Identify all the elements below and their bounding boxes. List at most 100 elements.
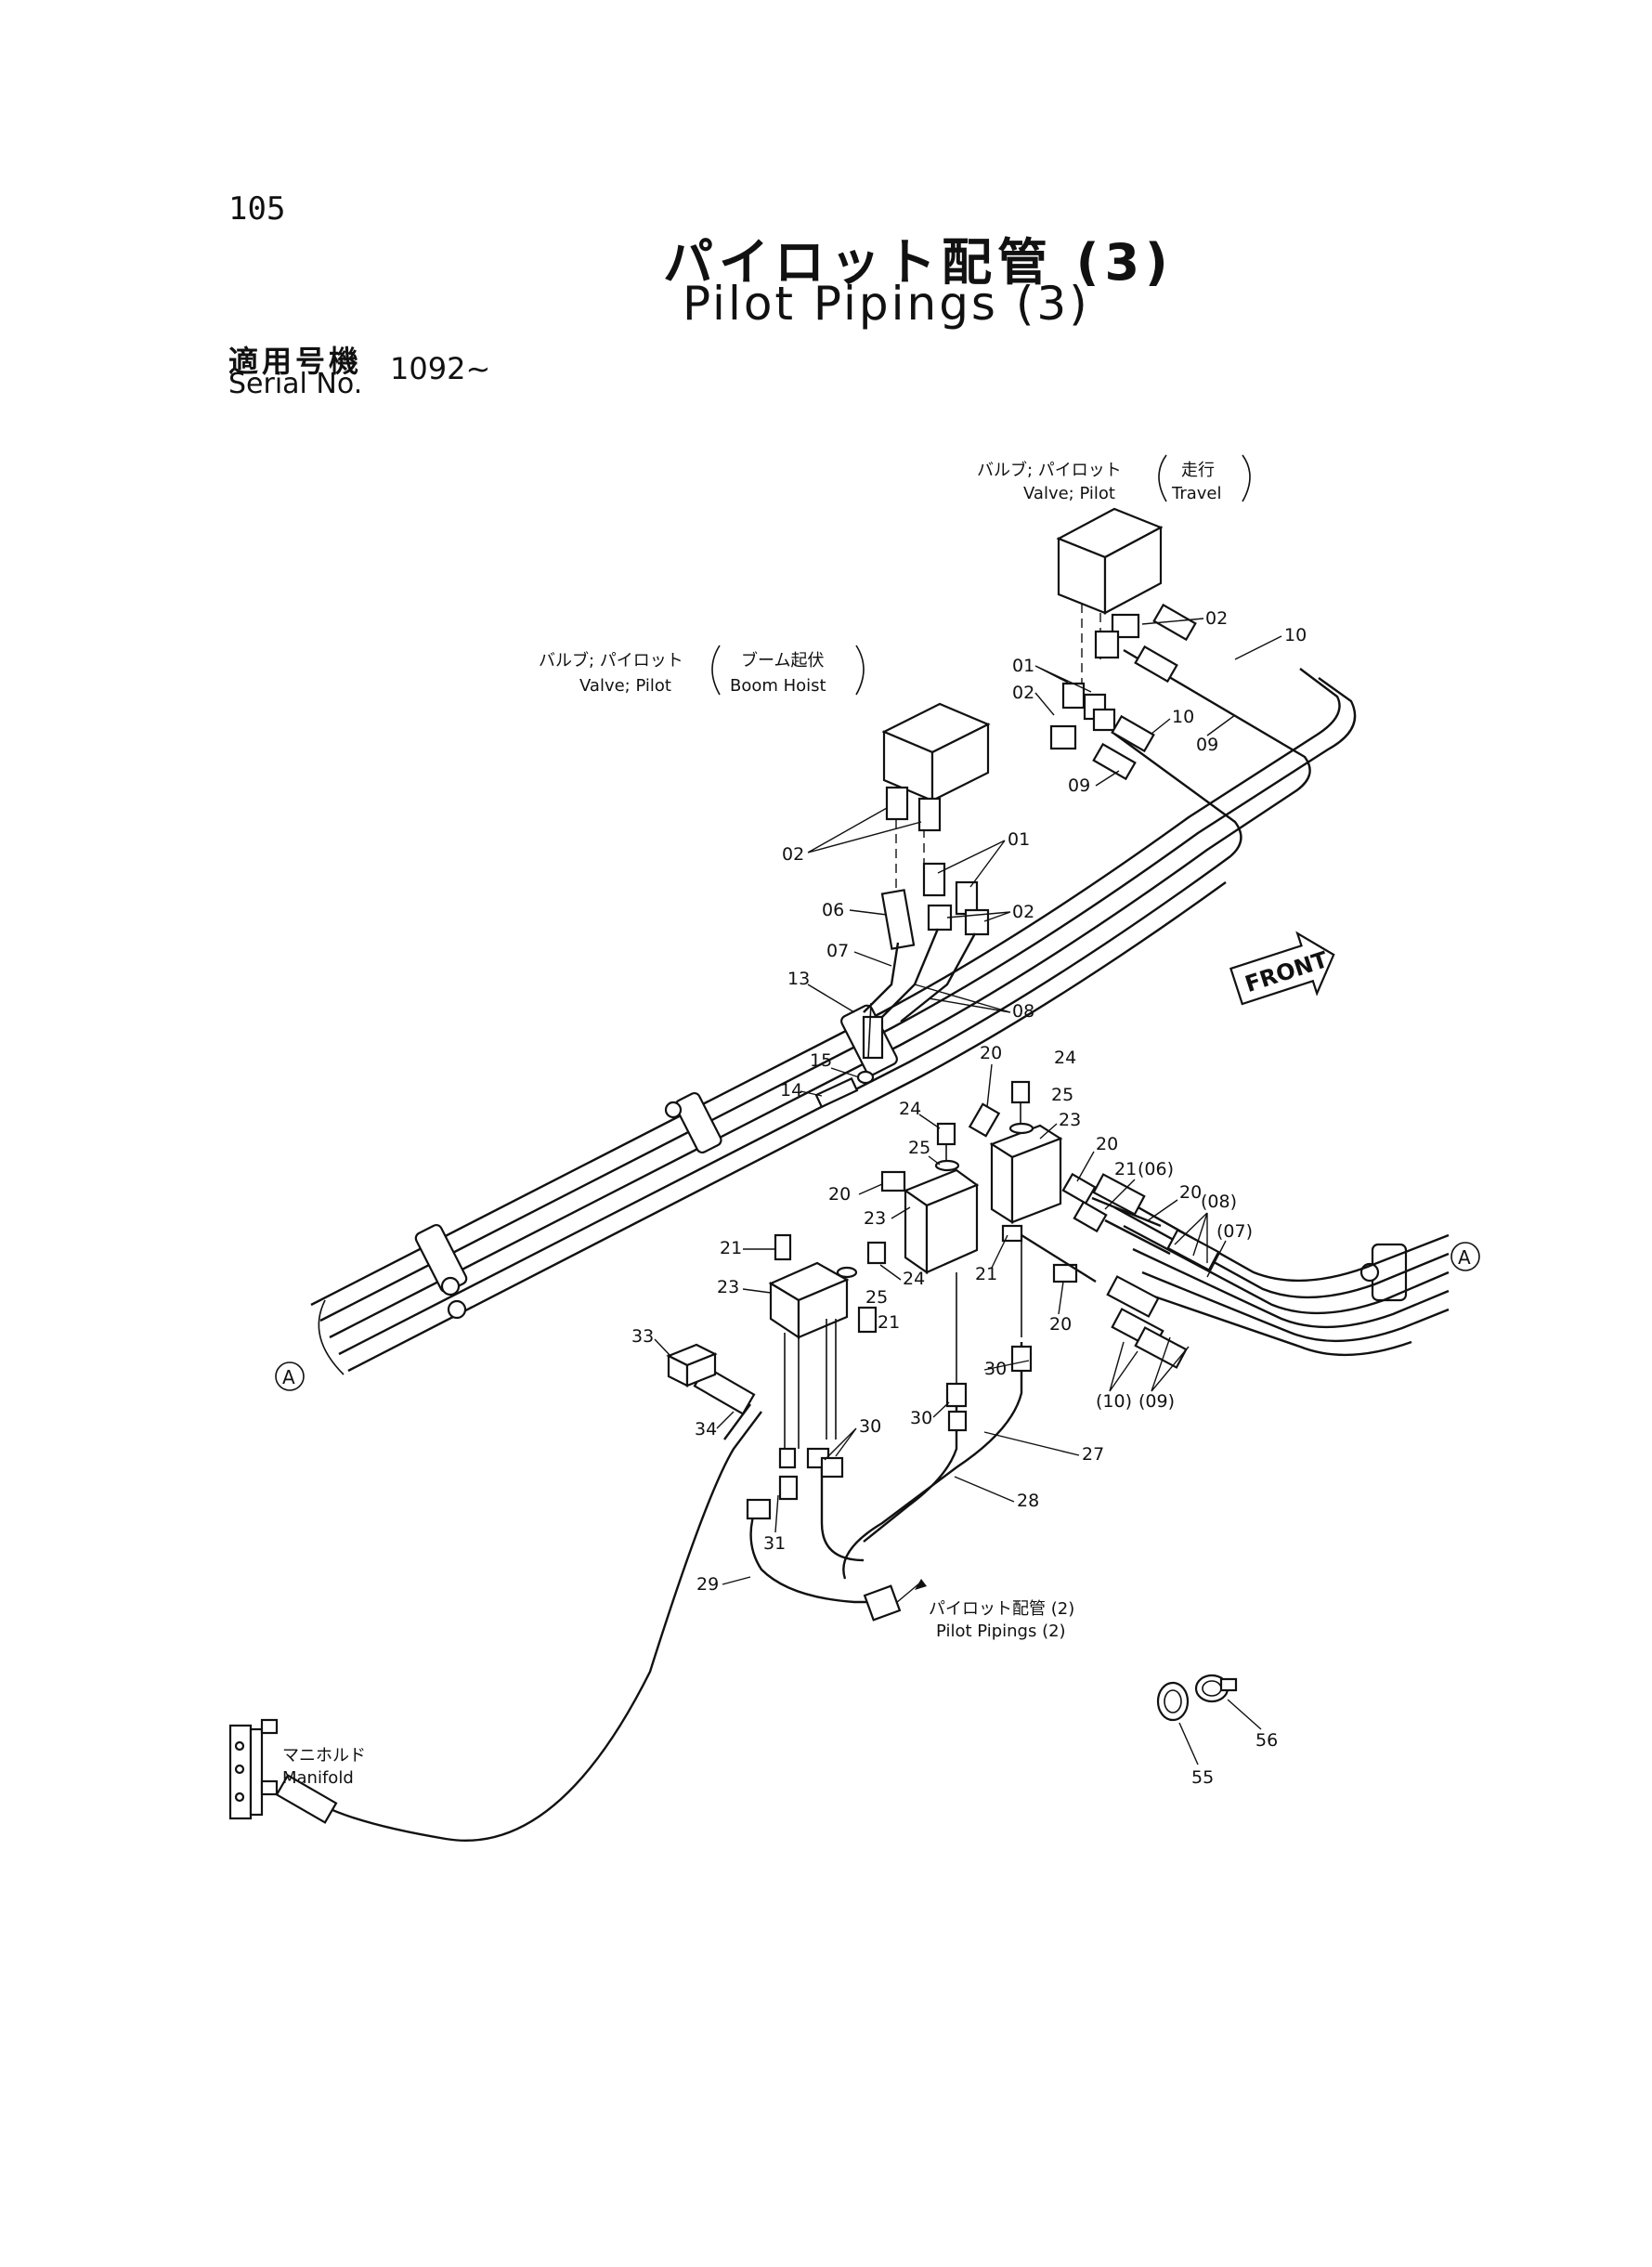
label-56: 56	[1255, 1730, 1278, 1751]
label-08-ref: (08)	[1201, 1192, 1237, 1212]
label-02: 02	[1012, 902, 1034, 922]
pipings2-caption: パイロット配管 (2) Pilot Pipings (2)	[929, 1599, 1074, 1641]
title-japanese: パイロット配管 (3)	[663, 233, 1174, 292]
manifold-caption-jp: マニホルド	[282, 1746, 366, 1765]
label-24: 24	[1054, 1048, 1076, 1068]
bundle-clamp-1	[414, 1223, 468, 1320]
label-30: 30	[859, 1416, 881, 1437]
label-20: 20	[1049, 1314, 1072, 1335]
travel-valve-caption: バルブ; パイロット Valve; Pilot 走行 Travel	[977, 454, 1251, 503]
label-25: 25	[908, 1138, 930, 1158]
label-02: 02	[1012, 683, 1034, 703]
lower-pipes	[746, 1342, 1033, 1622]
label-23: 23	[1059, 1110, 1081, 1130]
right-pipe-bundle	[1104, 1187, 1450, 1357]
ref-a-right: A	[1450, 1242, 1480, 1271]
hose-clamp-55	[1156, 1681, 1190, 1722]
boom-fittings	[863, 786, 990, 1023]
label-21: 21	[720, 1238, 742, 1258]
manifold-caption-en: Manifold	[282, 1768, 354, 1788]
guide-lines	[784, 1002, 1022, 1449]
title-english: Pilot Pipings (3)	[683, 277, 1090, 331]
label-06-ref: (06)	[1138, 1159, 1174, 1179]
label-10-ref: (10)	[1096, 1391, 1132, 1412]
boom-caption-en: Valve; Pilot	[579, 676, 671, 696]
serial-value: 1092~	[390, 351, 491, 386]
hose-clamp-56	[1194, 1674, 1238, 1703]
pipings2-caption-en: Pilot Pipings (2)	[936, 1622, 1066, 1641]
label-31: 31	[763, 1533, 786, 1554]
label-10: 10	[1284, 625, 1307, 645]
front-arrow: FRONT	[1229, 931, 1335, 1006]
travel-paren-jp: 走行	[1181, 461, 1215, 480]
label-21: 21	[1114, 1159, 1137, 1179]
label-20: 20	[1096, 1134, 1118, 1154]
label-06: 06	[822, 900, 844, 920]
label-20: 20	[828, 1184, 851, 1205]
label-09: 09	[1196, 735, 1218, 755]
label-21: 21	[975, 1264, 997, 1284]
label-29: 29	[696, 1574, 719, 1595]
label-25: 25	[865, 1287, 888, 1308]
label-01: 01	[1012, 656, 1034, 676]
label-30: 30	[984, 1359, 1007, 1379]
block-23-lower	[768, 1261, 850, 1340]
block-23-middle	[903, 1168, 980, 1275]
boom-paren-jp: ブーム起伏	[741, 650, 824, 671]
travel-caption-en: Valve; Pilot	[1023, 484, 1115, 503]
serial-label-japanese: 適用号機	[228, 344, 363, 379]
label-21: 21	[878, 1312, 900, 1333]
label-27: 27	[1082, 1444, 1104, 1465]
label-30: 30	[910, 1408, 932, 1428]
label-33: 33	[631, 1326, 654, 1347]
boom-hoist-pilot-valve	[881, 702, 991, 901]
label-15: 15	[810, 1050, 832, 1071]
label-34: 34	[695, 1419, 717, 1440]
bundle-clamp-right	[1359, 1243, 1408, 1302]
travel-caption-jp: バルブ; パイロット	[977, 460, 1122, 480]
ref-a-left-label: A	[282, 1366, 295, 1388]
travel-paren-en: Travel	[1171, 484, 1222, 503]
label-23: 23	[864, 1208, 886, 1229]
label-20: 20	[980, 1043, 1002, 1063]
label-09: 09	[1068, 775, 1090, 796]
pipings2-caption-jp: パイロット配管 (2)	[929, 1599, 1074, 1619]
manifold-caption: マニホルド Manifold	[282, 1746, 366, 1788]
label-23: 23	[717, 1277, 739, 1297]
main-pipe-bundle	[310, 648, 1357, 1375]
bundle-clamp-2	[664, 1091, 722, 1154]
page-number: 105	[228, 190, 286, 228]
hose-sleeves-right	[1092, 1173, 1220, 1369]
label-07-ref: (07)	[1216, 1221, 1253, 1242]
label-07: 07	[826, 941, 849, 961]
label-01: 01	[1008, 829, 1030, 850]
label-25: 25	[1051, 1085, 1073, 1105]
label-20: 20	[1179, 1182, 1202, 1203]
label-02: 02	[782, 844, 804, 865]
ref-a-right-label: A	[1458, 1246, 1471, 1269]
travel-pilot-valve	[1056, 507, 1164, 706]
label-24: 24	[903, 1269, 925, 1289]
boom-valve-caption: バルブ; パイロット Valve; Pilot ブーム起伏 Boom Hoist	[539, 645, 865, 696]
label-13: 13	[787, 969, 810, 989]
boom-caption-jp: バルブ; パイロット	[539, 650, 683, 671]
label-08: 08	[1012, 1001, 1034, 1022]
label-55: 55	[1191, 1767, 1214, 1788]
travel-fittings	[1049, 603, 1197, 781]
label-10: 10	[1172, 707, 1194, 727]
serial-label-english: Serial No.	[228, 368, 363, 400]
label-28: 28	[1017, 1491, 1039, 1511]
label-14: 14	[780, 1080, 802, 1101]
pipe-34-to-manifold	[275, 1343, 762, 1842]
block-23-upper	[989, 1124, 1063, 1225]
manifold	[228, 1718, 279, 1820]
label-09-ref: (09)	[1138, 1391, 1175, 1412]
label-24: 24	[899, 1099, 921, 1119]
bolts-and-washers	[814, 1070, 1034, 1279]
boom-paren-en: Boom Hoist	[730, 676, 826, 696]
label-02: 02	[1205, 608, 1228, 629]
fittings-20-21	[774, 1102, 1171, 1334]
ref-a-left: A	[275, 1362, 305, 1391]
